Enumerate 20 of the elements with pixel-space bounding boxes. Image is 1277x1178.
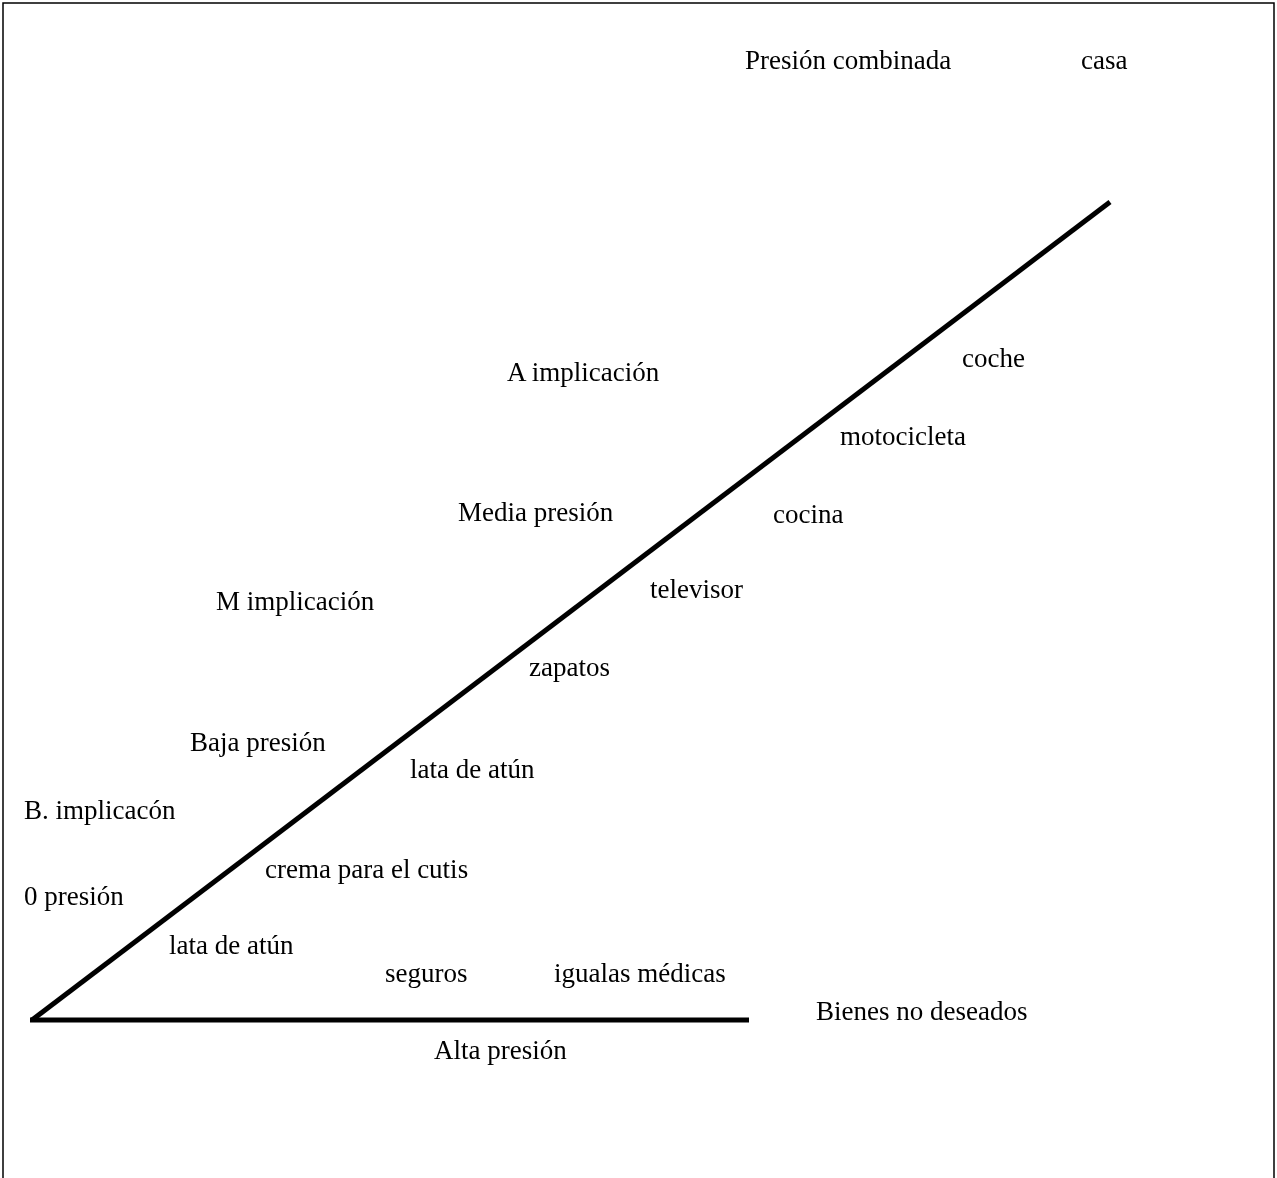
diagram-label: televisor	[650, 573, 743, 605]
diagram-label: B. implicacón	[24, 794, 176, 826]
diagram-label: A implicación	[507, 356, 660, 388]
diagram-label: crema para el cutis	[265, 853, 469, 885]
diagram-label: Bienes no deseados	[816, 995, 1028, 1027]
diagram-label: lata de atún	[169, 929, 294, 961]
diagram-label: motocicleta	[840, 420, 966, 452]
diagram-label: Alta presión	[434, 1034, 567, 1066]
diagram-label: cocina	[773, 498, 844, 530]
diagram-label: igualas médicas	[554, 957, 726, 989]
diagram-label: lata de atún	[410, 753, 535, 785]
diagram-label: 0 presión	[24, 880, 124, 912]
diagram-label: zapatos	[529, 651, 610, 683]
diagram-label: Presión combinada	[745, 44, 952, 76]
diagram-label: Baja presión	[190, 726, 326, 758]
diagram-label: casa	[1081, 44, 1128, 76]
diagram-label: coche	[962, 342, 1025, 374]
diagram-label: seguros	[385, 957, 468, 989]
diagram-label: Media presión	[458, 496, 614, 528]
diagram-label: M implicación	[216, 585, 375, 617]
